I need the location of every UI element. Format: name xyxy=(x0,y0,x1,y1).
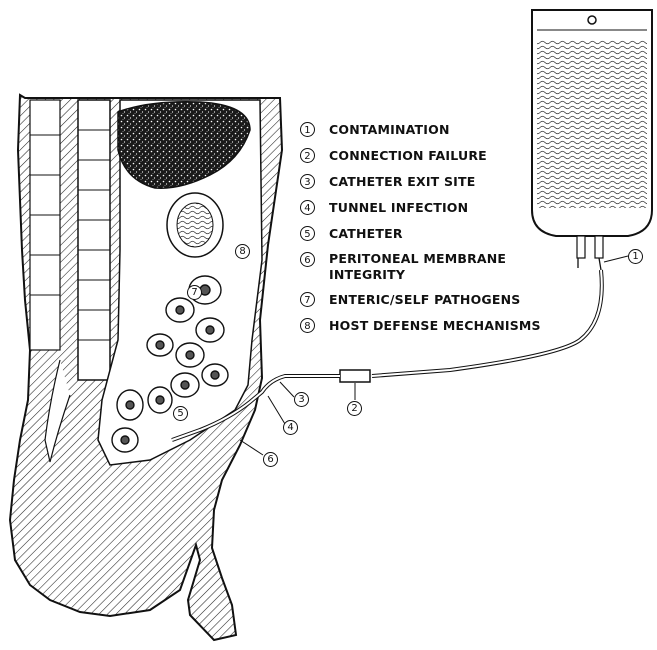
callout-8: 8 xyxy=(235,244,250,259)
legend-number: 4 xyxy=(300,200,315,215)
legend-item-contamination: 1 CONTAMINATION xyxy=(300,120,560,140)
legend-label-line1: PERITONEAL MEMBRANE xyxy=(329,251,506,266)
legend-label: CATHETER EXIT SITE xyxy=(329,172,475,192)
legend-number: 2 xyxy=(300,148,315,163)
legend-label: CONTAMINATION xyxy=(329,120,450,140)
legend-number: 3 xyxy=(300,174,315,189)
stomach-folds xyxy=(177,203,213,247)
legend-number: 7 xyxy=(300,292,315,307)
callout-6: 6 xyxy=(263,452,278,467)
callout-3: 3 xyxy=(294,392,309,407)
legend-item-peritoneal-membrane: 6 PERITONEAL MEMBRANE INTEGRITY xyxy=(300,250,560,284)
legend-number: 6 xyxy=(300,252,315,267)
legend-number: 8 xyxy=(300,318,315,333)
legend-item-catheter: 5 CATHETER xyxy=(300,224,560,244)
body-cross-section xyxy=(10,95,282,640)
legend-item-catheter-exit-site: 3 CATHETER EXIT SITE xyxy=(300,172,560,192)
legend: 1 CONTAMINATION 2 CONNECTION FAILURE 3 C… xyxy=(300,120,560,294)
legend-label: PERITONEAL MEMBRANE INTEGRITY xyxy=(329,251,506,283)
legend-number: 5 xyxy=(300,226,315,241)
legend-item-host-defense: 8 HOST DEFENSE MECHANISMS xyxy=(300,316,560,336)
callout-2: 2 xyxy=(347,401,362,416)
legend-label: ENTERIC/SELF PATHOGENS xyxy=(329,290,520,310)
legend-item-connection-failure: 2 CONNECTION FAILURE xyxy=(300,146,560,166)
callout-4: 4 xyxy=(283,420,298,435)
legend-label-line2: INTEGRITY xyxy=(329,267,405,282)
legend-label: TUNNEL INFECTION xyxy=(329,198,468,218)
callout-5: 5 xyxy=(173,406,188,421)
legend-label: CATHETER xyxy=(329,224,403,244)
callout-7: 7 xyxy=(187,285,202,300)
callout-1: 1 xyxy=(628,249,643,264)
legend-label: CONNECTION FAILURE xyxy=(329,146,487,166)
legend-number: 1 xyxy=(300,122,315,137)
legend-item-tunnel-infection: 4 TUNNEL INFECTION xyxy=(300,198,560,218)
legend-label: HOST DEFENSE MECHANISMS xyxy=(329,316,541,336)
legend-item-enteric-pathogens: 7 ENTERIC/SELF PATHOGENS xyxy=(300,290,560,310)
